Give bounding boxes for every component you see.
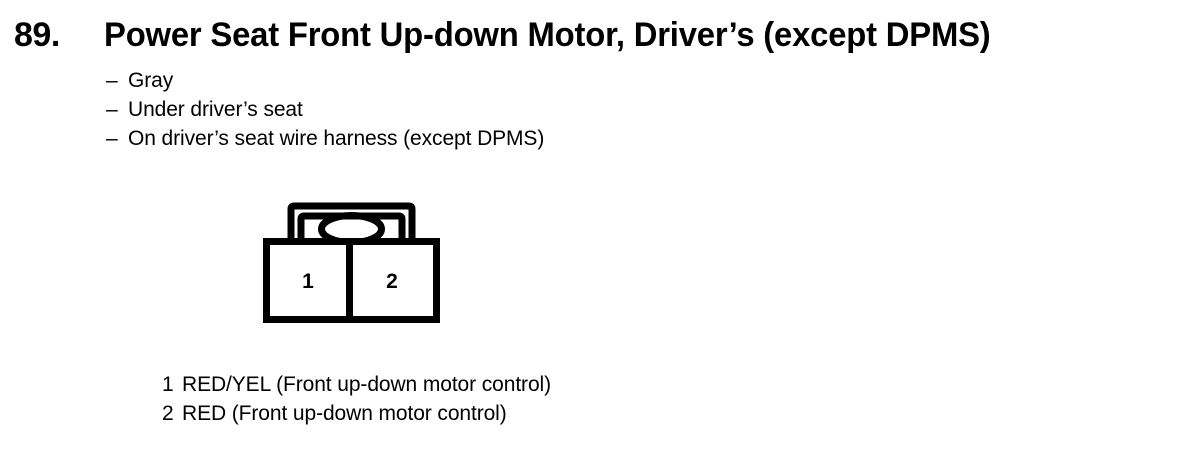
latch-outer-shape <box>287 202 416 247</box>
list-item: –Under driver’s seat <box>106 95 806 124</box>
legend-wire-description: RED/YEL (Front up-down motor control) <box>182 373 551 396</box>
entry-number: 89. <box>14 16 60 54</box>
legend-row: 2 RED (Front up-down motor control) <box>162 399 762 428</box>
pin-number-1: 1 <box>302 270 314 293</box>
dash-icon: – <box>106 98 118 121</box>
legend-row: 1 RED/YEL (Front up-down motor control) <box>162 370 762 399</box>
entry-title: Power Seat Front Up-down Motor, Driver’s… <box>103 16 991 54</box>
spec-item-label: On driver’s seat wire harness (except DP… <box>128 127 545 150</box>
list-item: –Gray <box>106 66 806 95</box>
spec-item-label: Gray <box>128 69 174 92</box>
legend-pin-number: 2 <box>162 402 174 425</box>
legend-pin-number: 1 <box>162 373 174 396</box>
page-title: 89. Power Seat Front Up-down Motor, Drive… <box>14 14 1194 58</box>
list-item: –On driver’s seat wire harness (except D… <box>106 124 806 153</box>
legend-wire-description: RED (Front up-down motor control) <box>182 402 507 425</box>
dash-icon: – <box>106 69 118 92</box>
connector-diagram: 1 2 <box>258 198 448 328</box>
spec-list: –Gray –Under driver’s seat –On driver’s … <box>106 66 806 153</box>
spec-item-label: Under driver’s seat <box>128 98 303 121</box>
dash-icon: – <box>106 127 118 150</box>
pin-number-2: 2 <box>386 270 398 293</box>
terminal-legend: 1 RED/YEL (Front up-down motor control) 2… <box>162 370 762 428</box>
